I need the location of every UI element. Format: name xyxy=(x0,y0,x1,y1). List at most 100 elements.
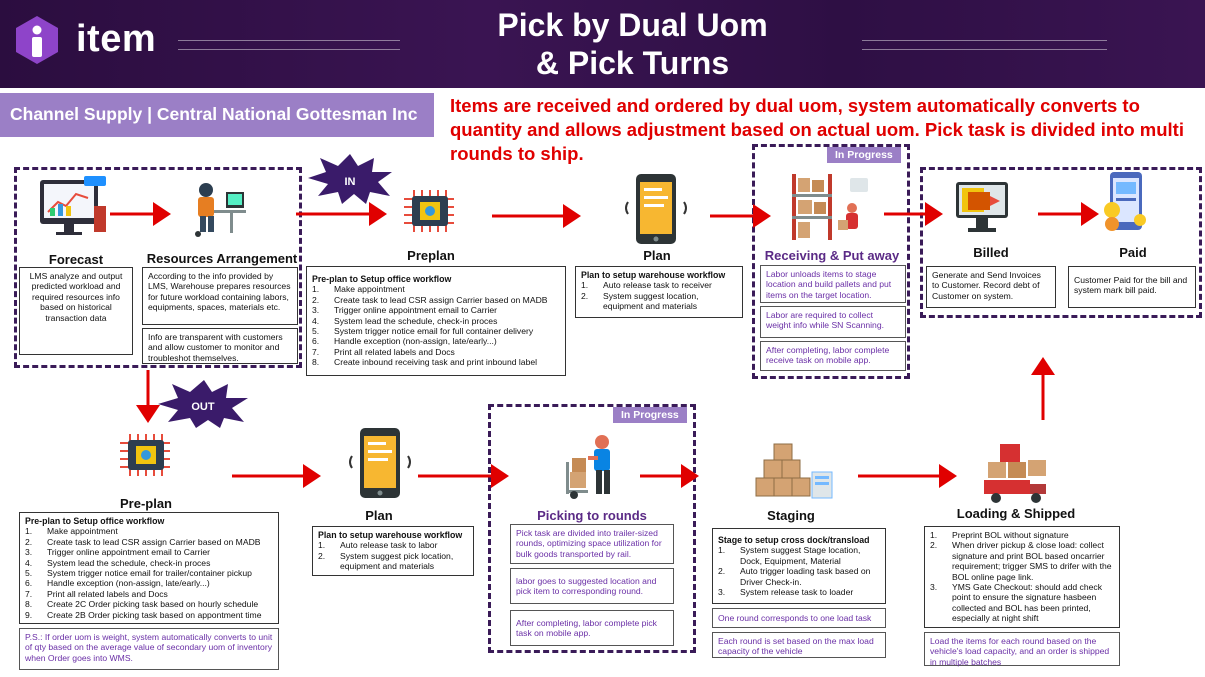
loading-box: 1.Preprint BOL without signature 2. When… xyxy=(924,526,1120,628)
logo-text: item xyxy=(76,18,157,60)
list-item: 1.Auto release task to receiver xyxy=(581,280,712,291)
staging-heading: Stage to setup cross dock/transload xyxy=(718,535,870,545)
forecast-title: Forecast xyxy=(48,252,104,267)
list-item: 2.Create task to lead CSR assign Carrier… xyxy=(25,536,261,547)
preplan-in-title: Preplan xyxy=(407,248,455,263)
staging-title: Staging xyxy=(767,508,815,523)
receiving-title: Receiving & Put away xyxy=(764,248,900,263)
plan-out-title: Plan xyxy=(365,508,393,523)
truck-boxes-icon xyxy=(984,444,1046,503)
list-item: 3.YMS Gate Checkout: should add check po… xyxy=(930,582,1102,624)
list-item: 9.Create 2B Order picking task based on … xyxy=(25,609,262,620)
resources-text-box-2: Info are transparent with customers and … xyxy=(142,328,298,364)
list-item: 1.System suggest Stage location, Dock, E… xyxy=(718,545,861,566)
hand-truck-worker-icon xyxy=(566,435,610,499)
list-item: 2.System suggest location, equipment and… xyxy=(581,290,699,312)
mobile-payment-icon xyxy=(1104,172,1146,231)
list-item: 3.Trigger online appointment email to Ca… xyxy=(25,547,211,558)
invoice-monitor-icon xyxy=(956,182,1008,232)
list-item: 5.System trigger notice email for traile… xyxy=(25,568,252,579)
paid-title: Paid xyxy=(1119,245,1147,260)
list-item: 8.Create 2C Order picking task based on … xyxy=(25,599,259,610)
list-item: 6.Handle exception (non-assign, late/ear… xyxy=(312,336,497,347)
list-item: 4.System lead the schedule, check-in pro… xyxy=(25,557,211,568)
preplan-out-box: Pre-plan to Setup office workflow 1.Make… xyxy=(19,512,279,624)
list-item: 8.Create inbound receiving task and prin… xyxy=(312,357,538,368)
list-item: 3.System release task to loader xyxy=(718,587,854,598)
loading-list: 1.Preprint BOL without signature 2. When… xyxy=(930,530,1114,624)
receiving-box-3: After completing, labor complete receive… xyxy=(760,341,906,371)
list-item: 2.System suggest pick location, equipmen… xyxy=(318,550,454,572)
list-item: 2.Create task to lead CSR assign Carrier… xyxy=(312,294,548,305)
warehouse-shelf-icon xyxy=(792,174,868,240)
resources-title: Resources Arrangement xyxy=(146,251,298,266)
picking-box-2: labor goes to suggested location and pic… xyxy=(510,568,674,604)
in-progress-badge-receiving: In Progress xyxy=(827,147,901,163)
tablet-icon-in xyxy=(625,174,687,244)
company-banner: Channel Supply | Central National Gottes… xyxy=(0,93,434,137)
preplan-in-list: 1.Make appointment 2.Create task to lead… xyxy=(312,284,560,367)
chip-icon-in xyxy=(404,190,454,232)
plan-in-list: 1.Auto release task to receiver 2.System… xyxy=(581,280,737,311)
staging-box-2: One round corresponds to one load task xyxy=(712,608,886,628)
out-burst-badge: OUT xyxy=(158,380,248,428)
preplan-in-box: Pre-plan to Setup office workflow 1.Make… xyxy=(306,266,566,376)
picking-box-1: Pick task are divided into trailer-sized… xyxy=(510,524,674,564)
chip-icon-out xyxy=(120,434,170,476)
forecast-text-box: LMS analyze and output predicted workloa… xyxy=(19,267,133,355)
billing-group xyxy=(920,167,1202,318)
list-item: 7.Print all related labels and Docs xyxy=(312,346,455,357)
plan-in-heading: Plan to setup warehouse workflow xyxy=(581,270,726,280)
paid-text-box: Customer Paid for the bill and system ma… xyxy=(1068,266,1196,308)
plan-in-box: Plan to setup warehouse workflow 1.Auto … xyxy=(575,266,743,318)
receiving-box-2: Labor are required to collect weight inf… xyxy=(760,306,906,338)
title-line-1: Pick by Dual Uom xyxy=(497,7,768,43)
worker-desk-icon xyxy=(195,183,246,237)
list-item: 6.Handle exception (non-assign, late/ear… xyxy=(25,578,210,589)
out-label: OUT xyxy=(191,401,215,413)
list-item: 1.Make appointment xyxy=(25,526,118,537)
receiving-group xyxy=(752,144,910,379)
tablet-icon-out xyxy=(349,428,411,498)
list-item: 2.Auto trigger loading task based on Dri… xyxy=(718,566,871,587)
list-item: 5.System trigger notice email for full c… xyxy=(312,326,534,337)
loading-box-2: Load the items for each round based on t… xyxy=(924,632,1120,667)
in-burst-badge: IN xyxy=(308,154,392,204)
preplan-out-note: P.S.: If order uom is weight, system aut… xyxy=(19,628,279,670)
picking-group xyxy=(488,404,696,653)
resources-text-box-1: According to the info provided by LMS, W… xyxy=(142,267,298,325)
preplan-out-heading: Pre-plan to Setup office workflow xyxy=(25,516,165,526)
page-title: Pick by Dual Uom & Pick Turns xyxy=(440,6,825,82)
header-banner: item Pick by Dual Uom & Pick Turns xyxy=(0,0,1205,88)
picking-title: Picking to rounds xyxy=(537,508,647,523)
in-label: IN xyxy=(345,176,356,188)
plan-out-heading: Plan to setup warehouse workflow xyxy=(318,530,463,540)
list-item: 1.Preprint BOL without signature xyxy=(930,530,1069,540)
list-item: 2. When driver pickup & close load: coll… xyxy=(930,540,1112,582)
forecast-monitor-icon xyxy=(40,176,106,235)
planning-group xyxy=(14,167,302,368)
staging-box: Stage to setup cross dock/transload 1.Sy… xyxy=(712,528,886,604)
billed-title: Billed xyxy=(973,245,1009,260)
boxes-stack-icon xyxy=(755,443,833,499)
picking-box-3: After completing, labor complete pick ta… xyxy=(510,610,674,646)
list-item: 3.Trigger online appointment email to Ca… xyxy=(312,305,498,316)
item-logo-icon xyxy=(16,16,58,64)
list-item: 1.Make appointment xyxy=(312,284,405,295)
receiving-box-1: Labor unloads items to stage location an… xyxy=(760,265,906,303)
list-item: 7.Print all related labels and Docs xyxy=(25,588,168,599)
description-text: Items are received and ordered by dual u… xyxy=(450,95,1184,164)
preplan-in-heading: Pre-plan to Setup office workflow xyxy=(312,274,452,284)
title-line-2: & Pick Turns xyxy=(535,45,730,81)
plan-in-title: Plan xyxy=(643,248,671,263)
preplan-out-list: 1.Make appointment 2.Create task to lead… xyxy=(25,526,273,620)
loading-title: Loading & Shipped xyxy=(956,506,1076,521)
plan-out-list: 1.Auto release task to labor 2.System su… xyxy=(318,540,468,571)
preplan-out-title: Pre-plan xyxy=(119,496,172,511)
staging-list: 1.System suggest Stage location, Dock, E… xyxy=(718,545,880,597)
staging-box-3: Each round is set based on the max load … xyxy=(712,632,886,658)
plan-out-box: Plan to setup warehouse workflow 1.Auto … xyxy=(312,526,474,576)
list-item: 1.Auto release task to labor xyxy=(318,540,438,551)
billed-text-box: Generate and Send Invoices to Customer. … xyxy=(926,266,1056,308)
list-item: 4.System lead the schedule, check-in pro… xyxy=(312,315,498,326)
